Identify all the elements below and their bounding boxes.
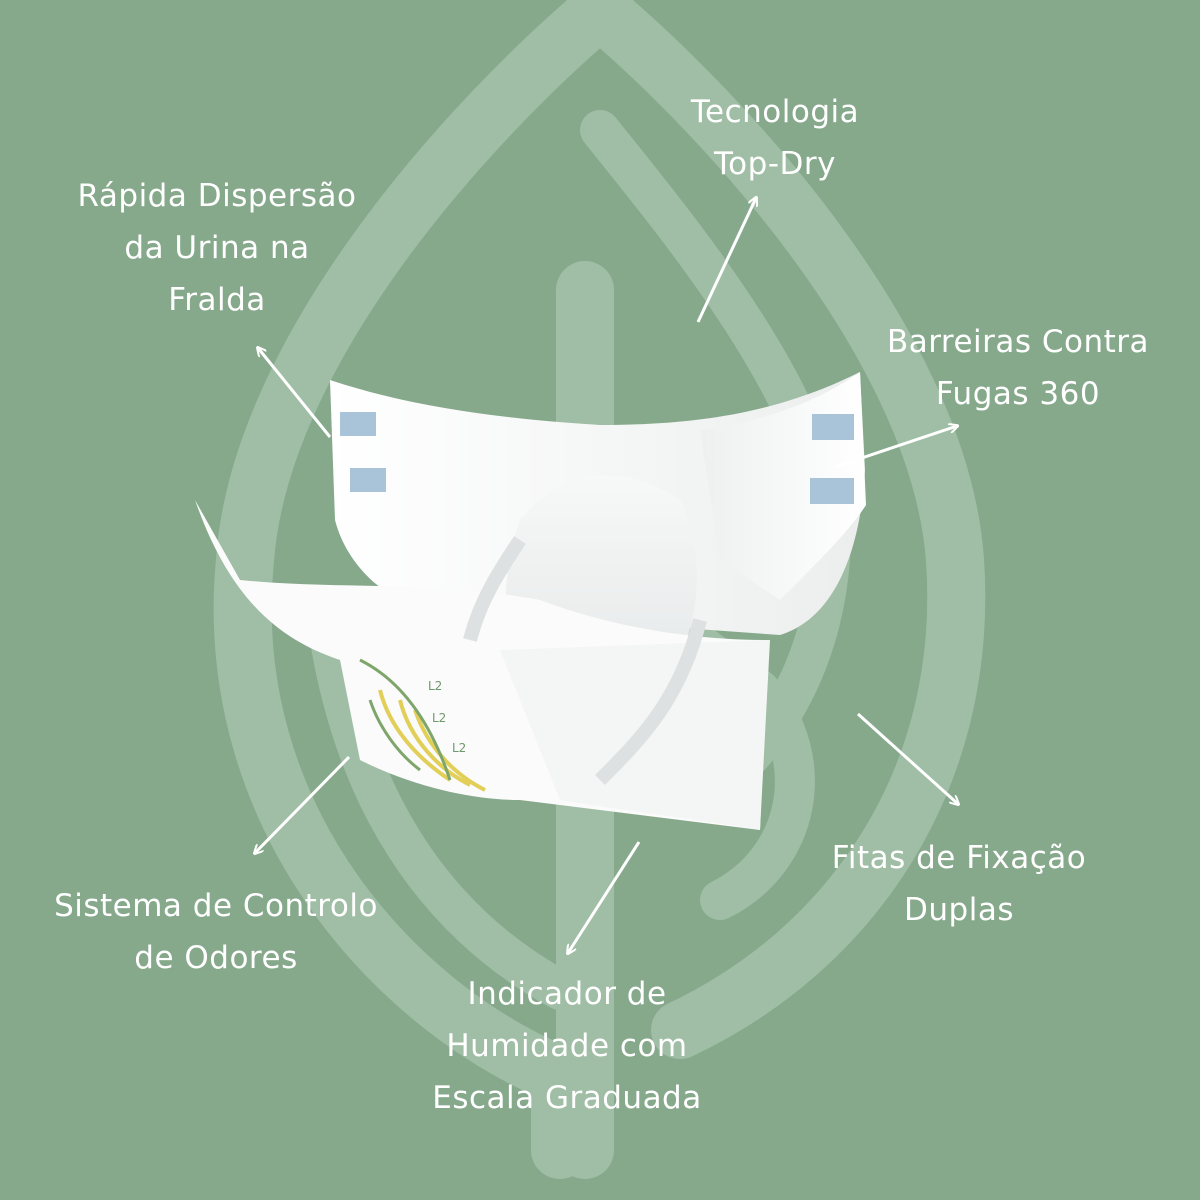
label-top-dry-line2: Top-Dry <box>714 146 836 182</box>
label-fastening-line1: Fitas de Fixação <box>831 840 1087 876</box>
tape-left-top <box>340 412 376 436</box>
arrow-wetness-indicator <box>568 841 641 953</box>
wetness-line-2 <box>398 699 471 787</box>
tape-left-bottom <box>350 468 386 492</box>
label-dispersion: Rápida Dispersão da Urina na Fralda <box>52 170 382 326</box>
size-mark-1: L2 <box>428 679 442 693</box>
label-odor-control-line2: de Odores <box>134 940 298 976</box>
label-odor-control: Sistema de Controlo de Odores <box>30 880 402 984</box>
leaf-lower-vein <box>570 540 815 920</box>
label-wetness-indicator-line3: Escala Graduada <box>432 1080 702 1116</box>
label-wetness-indicator: Indicador de Humidade com Escala Graduad… <box>402 968 732 1124</box>
tape-right-top <box>812 414 854 440</box>
label-fastening: Fitas de Fixação Duplas <box>808 832 1110 936</box>
arrow-odor-control <box>255 755 351 853</box>
label-dispersion-line2: da Urina na <box>124 230 310 266</box>
wetness-scale-green <box>359 658 452 781</box>
size-mark-3: L2 <box>452 741 466 755</box>
label-fastening-line2: Duplas <box>904 892 1014 928</box>
leaf-outline <box>213 0 629 1179</box>
label-leak-barriers: Barreiras Contra Fugas 360 <box>862 316 1174 420</box>
arrow-leak-barriers <box>834 426 957 469</box>
label-wetness-indicator-line1: Indicador de <box>467 976 667 1012</box>
label-top-dry: Tecnologia Top-Dry <box>660 86 890 190</box>
size-mark-2: L2 <box>432 711 446 725</box>
label-dispersion-line3: Fralda <box>168 282 266 318</box>
label-dispersion-line1: Rápida Dispersão <box>77 178 357 214</box>
label-leak-barriers-line1: Barreiras Contra <box>886 324 1150 360</box>
arrow-fastening <box>856 712 958 804</box>
inner-cuff-right <box>595 618 707 785</box>
arrow-top-dry <box>696 198 756 323</box>
wetness-scale-green-2 <box>368 699 421 772</box>
inner-cuff-left <box>463 536 526 642</box>
label-wetness-indicator-line2: Humidade com <box>446 1028 688 1064</box>
label-odor-control-line1: Sistema de Controlo <box>54 888 378 924</box>
wetness-line-1 <box>378 689 452 782</box>
label-top-dry-line1: Tecnologia <box>690 94 860 130</box>
label-leak-barriers-line2: Fugas 360 <box>935 376 1101 412</box>
tape-right-bottom <box>810 478 854 504</box>
leaf-outline-right <box>571 0 986 1059</box>
arrow-dispersion <box>258 348 332 438</box>
leaf-left-vein <box>310 620 580 1010</box>
